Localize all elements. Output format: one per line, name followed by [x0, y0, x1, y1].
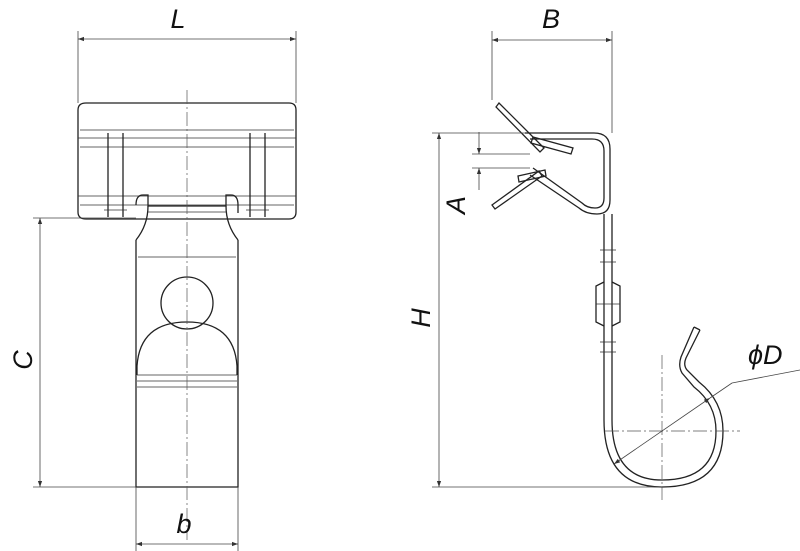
clip-profile-inner: [530, 138, 605, 209]
dim-label-h: H: [406, 308, 436, 328]
dimension-b-small: b: [135, 487, 239, 551]
clip-tooth-lower-arm: [517, 169, 547, 183]
dim-label-b-large: B: [542, 4, 560, 34]
j-hook-outer: [603, 329, 724, 488]
dimension-b-large: B: [491, 4, 613, 133]
clip-tooth-upper: [495, 102, 545, 153]
dimension-h: H: [406, 132, 662, 488]
dimension-diameter: ϕD: [613, 340, 800, 465]
clip-tooth-lower: [491, 170, 543, 210]
dim-label-c: C: [8, 350, 38, 370]
j-hook-inner: [611, 326, 717, 481]
band-left: [104, 133, 127, 217]
dimension-a: A: [441, 132, 530, 216]
dimension-c: C: [8, 217, 136, 488]
dim-label-diameter: ϕD: [748, 340, 783, 370]
side-view: [491, 102, 740, 500]
dimension-l: L: [77, 4, 297, 103]
clip-tooth-upper-tip: [530, 136, 574, 155]
clip-profile-outer: [525, 132, 611, 215]
vertical-strip: [603, 214, 613, 420]
clip-body-outline: [77, 102, 297, 220]
dim-label-b-small: b: [176, 509, 191, 539]
dim-label-a: A: [441, 196, 471, 216]
dim-label-l: L: [170, 4, 185, 34]
front-view: [77, 90, 297, 540]
band-right: [246, 133, 269, 217]
